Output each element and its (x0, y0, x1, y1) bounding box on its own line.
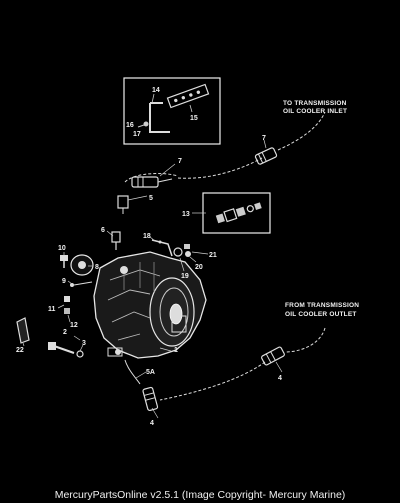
to-transmission-line2: OIL COOLER INLET (283, 108, 347, 115)
hose-to-inlet (124, 111, 326, 188)
callout-5: 5 (149, 195, 153, 202)
callout-18: 18 (143, 233, 151, 240)
part-8-cover (70, 254, 94, 276)
part-22-plug (16, 317, 30, 344)
parts-19-21 (173, 244, 191, 257)
label-from-transmission: FROM TRANSMISSION OIL COOLER OUTLET (285, 302, 359, 318)
part-18-bracket (151, 239, 173, 257)
callout-3: 3 (82, 340, 86, 347)
callout-21: 21 (209, 252, 217, 259)
copyright-footer: MercuryPartsOnline v2.5.1 (Image Copyrig… (54, 489, 346, 501)
from-transmission-line2: OIL COOLER OUTLET (285, 311, 357, 318)
callout-12: 12 (70, 322, 78, 329)
from-transmission-line1: FROM TRANSMISSION (285, 302, 359, 309)
inset-box-upper (123, 77, 221, 145)
callout-17: 17 (133, 131, 141, 138)
callout-7-right: 7 (262, 135, 266, 142)
callout-1: 1 (174, 347, 178, 354)
callout-11: 11 (48, 306, 56, 313)
callout-8: 8 (95, 264, 99, 271)
callout-13: 13 (182, 211, 190, 218)
callout-16: 16 (126, 122, 134, 129)
callout-22: 22 (16, 347, 24, 354)
callout-20: 20 (195, 264, 203, 271)
part-2-bolt (48, 342, 75, 354)
part-10-bolt (60, 255, 68, 268)
callout-9: 9 (62, 278, 66, 285)
callout-7-mid: 7 (178, 158, 182, 165)
parts-9-12 (64, 281, 93, 314)
callout-14: 14 (152, 87, 160, 94)
leader-lines (22, 139, 283, 419)
callout-4-lower: 4 (150, 420, 154, 427)
callout-5a: 5A (146, 369, 155, 376)
to-transmission-line1: TO TRANSMISSION (283, 100, 347, 107)
callout-4-upper: 4 (278, 375, 282, 382)
label-to-transmission: TO TRANSMISSION OIL COOLER INLET (283, 100, 347, 115)
transmission-assembly (93, 251, 207, 359)
part-6-fitting (111, 231, 121, 250)
callout-6: 6 (101, 227, 105, 234)
callout-15: 15 (190, 115, 198, 122)
callout-10: 10 (58, 245, 66, 252)
parts-diagram: TO TRANSMISSION OIL COOLER INLET FROM TR… (16, 77, 359, 427)
part-3-washer (76, 350, 84, 358)
callouts: 1 2 3 4 4 5 5A 6 7 7 8 9 10 11 12 13 14 … (16, 87, 282, 427)
callout-2: 2 (63, 329, 67, 336)
fitting-5 (117, 195, 129, 214)
inset-box-lower (202, 192, 271, 234)
callout-19: 19 (181, 273, 189, 280)
